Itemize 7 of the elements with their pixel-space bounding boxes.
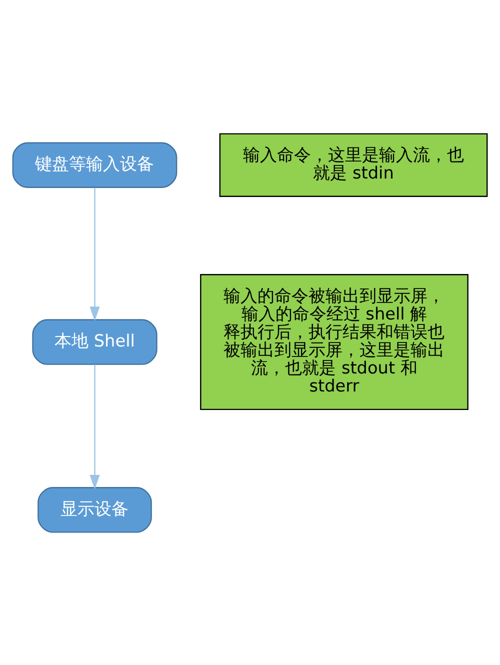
- node-box: 输入命令，这里是输入流，也就是 stdin: [219, 132, 488, 196]
- node-box: 本地 Shell: [32, 318, 158, 364]
- node-box: 输入的命令被输出到显示屏，输入的命令经过 shell 解释执行后，执行结果和错误也被输出到显示屏，这里是输出流，也就是 stdout 和 stderr: [200, 274, 468, 410]
- arrow: [90, 364, 100, 489]
- node-box: 显示设备: [38, 486, 152, 532]
- node-box: 键盘等输入设备: [12, 142, 178, 188]
- arrow: [90, 187, 100, 321]
